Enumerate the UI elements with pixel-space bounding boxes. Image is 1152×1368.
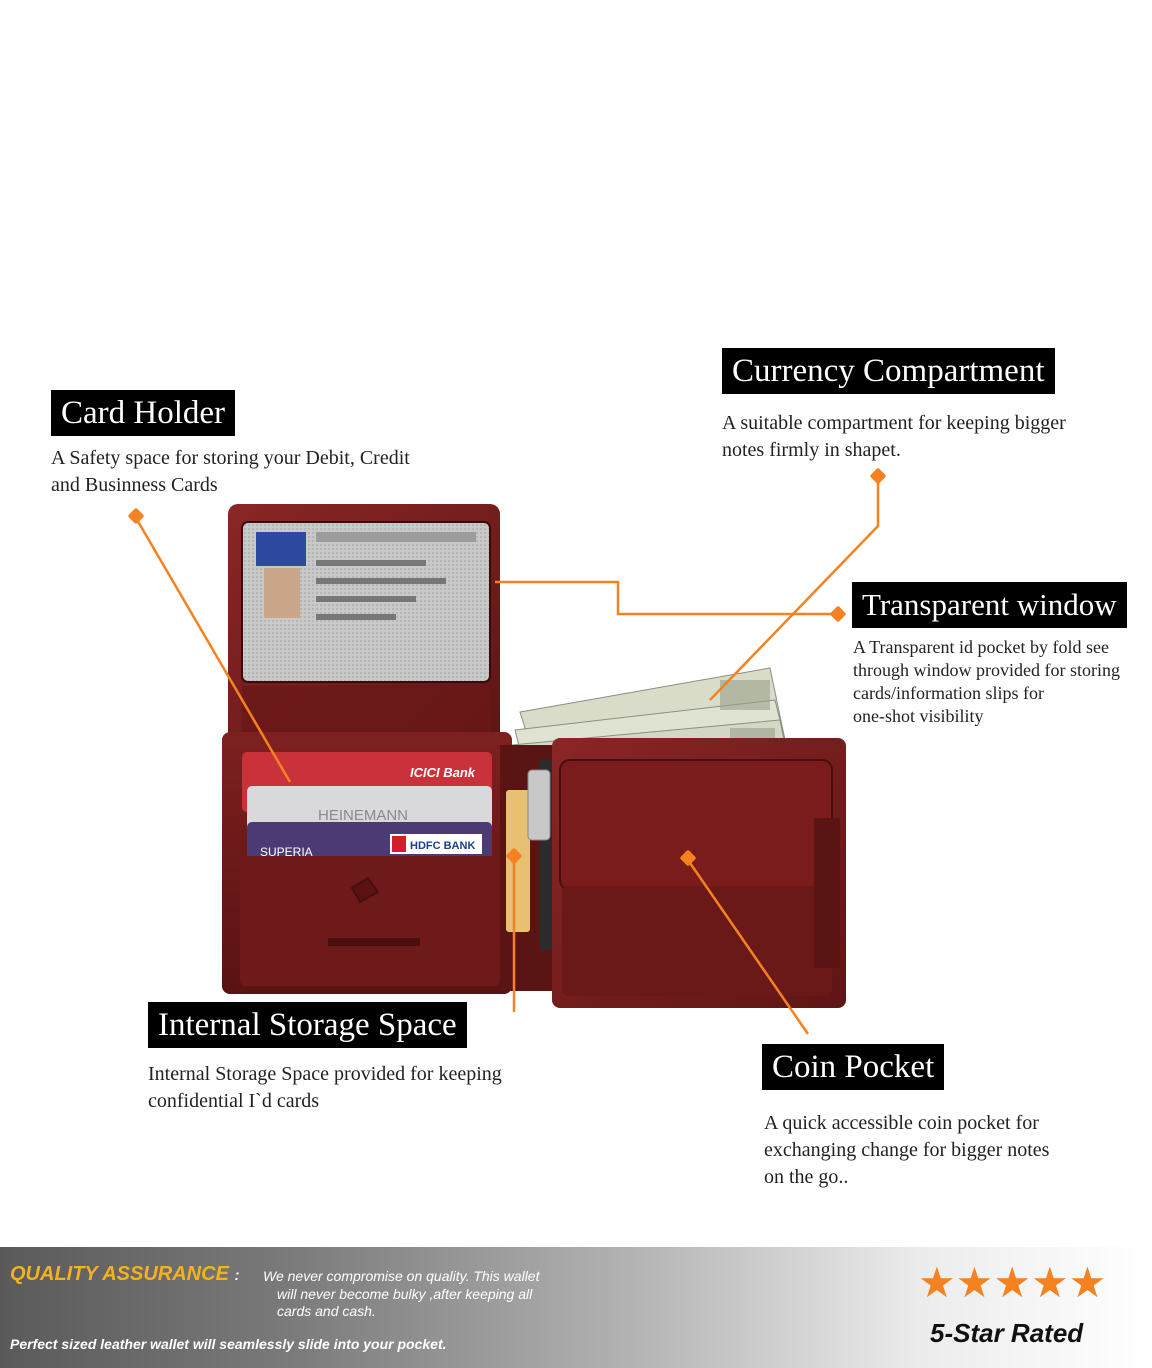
star-rating: ★ ★ ★ ★ ★ [918,1262,1106,1304]
coin-pocket-dot [680,850,696,866]
currency-dot [870,468,886,484]
internal-storage-title: Internal Storage Space [148,1002,467,1048]
wallet-center [500,745,566,991]
card-heinemann-text: HEINEMANN [318,807,408,824]
card-holder-description: A Safety space for storing your Debit, C… [51,447,410,496]
star-icon: ★ [993,1258,1031,1307]
internal-storage-description: Internal Storage Space provided for keep… [148,1063,502,1112]
star-icon: ★ [1030,1258,1069,1307]
card-hdfc-text: HDFC BANK [410,840,475,852]
currency-line [709,478,880,701]
coin-pocket-title: Coin Pocket [762,1044,945,1090]
quality-assurance-title: QUALITY ASSURANCE : [10,1263,240,1285]
card-holder-title: Card Holder [51,390,236,436]
callout-dots [128,468,886,866]
quality-line-1: We never compromise on quality. This wal… [263,1268,540,1284]
transparent-window-dot [830,606,846,622]
transparent-window-description: A Transparent id pocket by fold see thro… [853,637,1120,726]
quality-line-2: will never become bulky ,after keeping a… [277,1286,533,1302]
rating-label: 5-Star Rated [930,1318,1084,1348]
currency-compartment-description: A suitable compartment for keeping bigge… [722,412,1066,461]
star-icon: ★ [918,1258,956,1307]
transparent-window-title: Transparent window [852,582,1127,628]
star-icon: ★ [955,1258,994,1307]
star-icon: ★ [1068,1258,1107,1307]
card-superia-text: SUPERIA [260,845,313,859]
internal-storage-dot [506,848,522,864]
wallet-flap [228,504,500,744]
card-icici-text: ICICI Bank [410,765,476,780]
quality-footer-text: Perfect sized leather wallet will seamle… [10,1336,447,1352]
card-holder-line [134,517,292,783]
card-holder-dot [128,508,144,524]
wallet-left-panel [222,732,512,994]
quality-line-3: cards and cash. [277,1303,376,1319]
currency-compartment-title: Currency Compartment [722,348,1055,394]
coin-pocket-line [686,859,810,1035]
quality-banner [0,1247,1152,1368]
coin-pocket-description: A quick accessible coin pocket for excha… [764,1112,1050,1188]
transparent-window-line [495,580,838,616]
wallet-right-panel [552,738,846,1008]
